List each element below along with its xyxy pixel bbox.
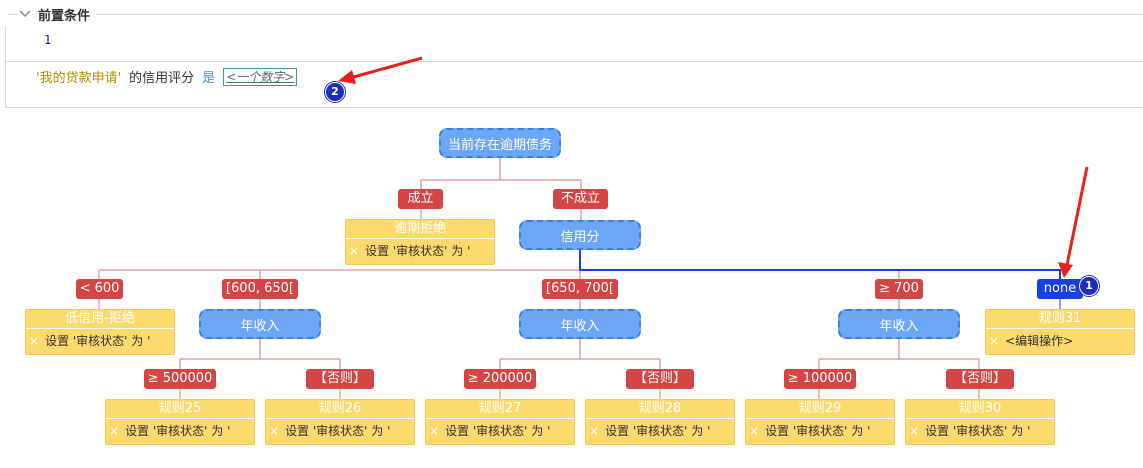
action-text[interactable]: 设置 '审核状态' 为 '	[765, 424, 871, 438]
close-icon[interactable]: ×	[29, 333, 40, 348]
close-icon[interactable]: ×	[269, 423, 280, 438]
action-rule-31[interactable]: 规则31 × <编辑操作>	[985, 309, 1135, 355]
section-divider	[8, 14, 1143, 15]
action-low-credit-reject[interactable]: 低信用-拒绝 × 设置 '审核状态' 为 '	[25, 309, 175, 355]
branch-label-credit-none[interactable]: none	[1037, 279, 1083, 299]
branch-label-income-ge-200000[interactable]: ≥ 200000	[464, 369, 536, 389]
action-rule-27[interactable]: 规则27 × 设置 '审核状态' 为 '	[425, 399, 575, 445]
decision-node-income-2[interactable]: 年收入	[519, 309, 641, 339]
action-title: 规则31	[986, 310, 1134, 329]
line-number: 1	[44, 33, 52, 47]
action-row: × 设置 '审核状态' 为 '	[746, 419, 894, 442]
action-rule-26[interactable]: 规则26 × 设置 '审核状态' 为 '	[265, 399, 415, 445]
close-icon[interactable]: ×	[589, 423, 600, 438]
annotation-marker-2: 2	[325, 82, 345, 102]
decision-node-income-1[interactable]: 年收入	[199, 309, 321, 339]
chevron-down-icon[interactable]	[18, 7, 32, 21]
branch-label-income-ge-500000[interactable]: ≥ 500000	[144, 369, 216, 389]
action-row: × 设置 '审核状态' 为 '	[426, 419, 574, 442]
branch-label-true[interactable]: 成立	[398, 189, 443, 209]
branch-label-income-else-1[interactable]: 【否则】	[306, 369, 374, 389]
action-row: × <编辑操作>	[986, 329, 1134, 352]
income-connector-1	[179, 339, 341, 369]
action-title: 规则28	[586, 400, 734, 419]
action-rule-30[interactable]: 规则30 × 设置 '审核状态' 为 '	[905, 399, 1055, 445]
condition-expression: '我的贷款申请' 的信用评分 是 <一个数字>	[36, 67, 298, 86]
action-text[interactable]: 设置 '审核状态' 为 '	[125, 424, 231, 438]
root-connector	[420, 156, 582, 189]
branch-label-false[interactable]: 不成立	[553, 189, 608, 209]
credit-connector	[98, 269, 900, 279]
action-text[interactable]: 设置 '审核状态' 为 '	[365, 244, 471, 258]
action-rule-25[interactable]: 规则25 × 设置 '审核状态' 为 '	[105, 399, 255, 445]
income-connector-3	[818, 339, 980, 369]
condition-value-placeholder[interactable]: <一个数字>	[223, 67, 298, 86]
annotation-marker-1: 1	[1079, 276, 1099, 296]
condition-operator[interactable]: 是	[202, 71, 216, 86]
close-icon[interactable]: ×	[109, 423, 120, 438]
annotation-arrow-1	[1058, 166, 1089, 278]
condition-editor[interactable]	[5, 61, 1143, 108]
branch-label-credit-ge-700[interactable]: ≥ 700	[875, 279, 923, 299]
condition-object[interactable]: '我的贷款申请'	[36, 71, 122, 86]
branch-label-income-else-3[interactable]: 【否则】	[946, 369, 1014, 389]
close-icon[interactable]: ×	[749, 423, 760, 438]
close-icon[interactable]: ×	[349, 243, 360, 258]
action-rule-29[interactable]: 规则29 × 设置 '审核状态' 为 '	[745, 399, 895, 445]
action-row: × 设置 '审核状态' 为 '	[26, 329, 174, 352]
income-connector-2	[499, 339, 661, 369]
precondition-title: 前置条件	[38, 8, 91, 24]
decision-node-credit-score[interactable]: 信用分	[519, 220, 641, 250]
action-row: × 设置 '审核状态' 为 '	[346, 239, 494, 262]
action-overdue-reject[interactable]: 逾期拒绝 × 设置 '审核状态' 为 '	[345, 219, 495, 265]
annotation-arrow-2	[338, 56, 423, 84]
action-title: 规则25	[106, 400, 254, 419]
action-text[interactable]: 设置 '审核状态' 为 '	[45, 334, 151, 348]
branch-label-credit-600-650[interactable]: [600, 650[	[222, 279, 298, 299]
branch-label-income-else-2[interactable]: 【否则】	[626, 369, 694, 389]
branch-label-credit-lt-600[interactable]: < 600	[76, 279, 123, 299]
action-row: × 设置 '审核状态' 为 '	[266, 419, 414, 442]
action-text[interactable]: 设置 '审核状态' 为 '	[285, 424, 391, 438]
action-title: 规则29	[746, 400, 894, 419]
active-path-connector	[579, 250, 1061, 279]
action-text[interactable]: 设置 '审核状态' 为 '	[445, 424, 551, 438]
edit-action-placeholder[interactable]: <编辑操作>	[1005, 334, 1074, 348]
close-icon[interactable]: ×	[989, 333, 1000, 348]
action-row: × 设置 '审核状态' 为 '	[106, 419, 254, 442]
branch-label-credit-650-700[interactable]: [650, 700[	[542, 279, 618, 299]
action-rule-28[interactable]: 规则28 × 设置 '审核状态' 为 '	[585, 399, 735, 445]
action-title: 逾期拒绝	[346, 220, 494, 239]
action-title: 低信用-拒绝	[26, 310, 174, 329]
action-title: 规则26	[266, 400, 414, 419]
branch-label-income-ge-100000[interactable]: ≥ 100000	[784, 369, 856, 389]
action-title: 规则27	[426, 400, 574, 419]
action-row: × 设置 '审核状态' 为 '	[906, 419, 1054, 442]
rule-connectors	[179, 389, 980, 399]
credit-branch-connectors	[98, 299, 900, 309]
decision-node-overdue-debt[interactable]: 当前存在逾期债务	[439, 128, 561, 158]
decision-node-income-3[interactable]: 年收入	[838, 309, 960, 339]
action-text[interactable]: 设置 '审核状态' 为 '	[605, 424, 711, 438]
close-icon[interactable]: ×	[909, 423, 920, 438]
action-row: × 设置 '审核状态' 为 '	[586, 419, 734, 442]
condition-attribute[interactable]: 的信用评分	[129, 71, 195, 86]
close-icon[interactable]: ×	[429, 423, 440, 438]
action-text[interactable]: 设置 '审核状态' 为 '	[925, 424, 1031, 438]
action-title: 规则30	[906, 400, 1054, 419]
precondition-header[interactable]: 前置条件	[18, 4, 97, 24]
